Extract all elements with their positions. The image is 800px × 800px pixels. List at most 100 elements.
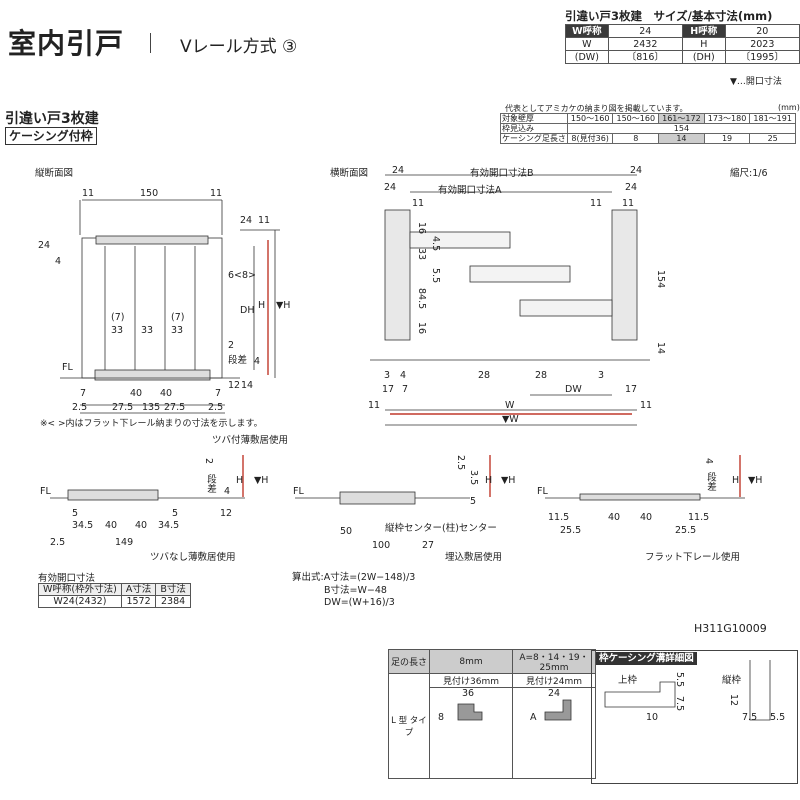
d1-d345b: 34.5 [158, 520, 180, 531]
cd-d12: 12 [728, 694, 739, 707]
hs-d3l: 3 [384, 370, 391, 381]
lt-h3: A=8・14・19・25mm [512, 649, 596, 674]
cd-side: 縦枠 [722, 675, 742, 686]
vs-footnote: ※< >内はフラット下レール納まりの寸法を示します。 [40, 419, 263, 429]
hs-d55: 5.5 [430, 268, 441, 284]
vs-frame [81, 237, 223, 379]
vs-d11a: 11 [82, 188, 95, 199]
d1-d25: 2.5 [50, 537, 66, 548]
d3-Ht: ▼H [748, 475, 763, 486]
vs-d7r: 7 [215, 388, 222, 399]
d3-d4: 4 [703, 458, 714, 465]
eo-header: B寸法 [155, 583, 191, 596]
hs-right-jamb [611, 209, 638, 341]
vs-d40a: 40 [130, 388, 143, 399]
hs-dDW: DW [565, 384, 582, 395]
d3-H: H [732, 475, 740, 486]
hs-dWt: ▼W [502, 414, 519, 425]
hs-d11a: 11 [412, 198, 425, 209]
vs-d4: 4 [55, 256, 62, 267]
lt-d24: 24 [548, 688, 561, 699]
d3-d40b: 40 [640, 512, 653, 523]
vs-d33b: 33 [141, 325, 154, 336]
vs-d68: 6<8> [228, 270, 257, 281]
vs-d7a: (7) [111, 312, 125, 323]
hs-label: 横断面図 [330, 168, 369, 179]
d1-step: 段差 [205, 474, 216, 493]
d2-sill [339, 491, 416, 505]
part-code: H311G10009 [694, 622, 767, 635]
lt-cell [512, 687, 596, 779]
wall-row3-label: ケーシング足長さ [500, 133, 568, 144]
title-divider [150, 33, 151, 53]
wall-table-note: 代表としてアミカケの納まり図を掲載しています。 [505, 104, 688, 113]
page-subtitle: Vレール方式 ③ [180, 37, 298, 57]
d3-d115b: 11.5 [688, 512, 710, 523]
d2-Ht: ▼H [501, 475, 516, 486]
hs-scale: 縮尺:1/6 [730, 168, 768, 179]
cd-upper-frame [604, 681, 676, 708]
vs-d12: 12 [228, 380, 241, 391]
d1-d2: 2 [203, 458, 214, 465]
eo-header: W呼称(枠外寸法) [38, 583, 122, 596]
vs-d4b: 4 [254, 356, 261, 367]
lt-type: L 型 タイプ [388, 673, 430, 779]
hs-d17b: 17 [625, 384, 638, 395]
cd-d55b: 5.5 [770, 712, 786, 723]
d1-d5a: 5 [72, 508, 79, 519]
d2-d35: 3.5 [468, 470, 479, 486]
calc-line: DW=(W+16)/3 [324, 597, 395, 608]
d1-Ht: ▼H [254, 475, 269, 486]
d3-rail [579, 493, 701, 501]
hs-d16a: 16 [416, 222, 427, 235]
effective-table-caption: 有効開口寸法 [38, 573, 96, 584]
d3-fl: FL [537, 486, 548, 497]
hs-door-3 [519, 299, 613, 317]
d1-d40a: 40 [105, 520, 118, 531]
hs-d3r: 3 [598, 370, 605, 381]
cd-side-frame [749, 660, 771, 721]
d2-fl: FL [293, 486, 304, 497]
hs-d14: 14 [655, 342, 666, 355]
d2-caption: 埋込敷居使用 [445, 552, 503, 563]
doc-heading: 引違い戸3枚建 [5, 111, 99, 127]
d2-H: H [485, 475, 493, 486]
size-table-caption: 引違い戸3枚建 サイズ/基本寸法(mm) [565, 9, 773, 23]
d3-d115a: 11.5 [548, 512, 570, 523]
d1-H: H [236, 475, 244, 486]
d1-caption: ツバなし薄敷居使用 [150, 552, 236, 563]
hs-d24c: 24 [630, 165, 643, 176]
d1-d4: 4 [224, 486, 231, 497]
calc-line: B寸法=W−48 [324, 584, 387, 596]
vs-dHt: ▼H [276, 300, 291, 311]
hs-d845: 84.5 [416, 288, 427, 310]
cd-d10: 10 [646, 712, 659, 723]
vs-d135: 135 [142, 402, 161, 413]
hs-d11c: 11 [590, 198, 603, 209]
d2-d25: 2.5 [455, 455, 466, 471]
vs-d150: 150 [140, 188, 159, 199]
d1-d40b: 40 [135, 520, 148, 531]
hs-d16b: 16 [416, 322, 427, 335]
hs-effA: 有効開口寸法A [438, 185, 502, 196]
w-label: W呼称 [565, 24, 609, 38]
vs-d40b: 40 [160, 388, 173, 399]
vs-top-rail [95, 235, 209, 245]
hs-door-1 [409, 231, 511, 249]
eo-header: A寸法 [120, 583, 157, 596]
hs-d17a: 17 [382, 384, 395, 395]
hs-dW: W [505, 400, 515, 411]
hs-d4l: 4 [400, 370, 407, 381]
d3-d40a: 40 [608, 512, 621, 523]
hs-d11b: 11 [622, 198, 635, 209]
calc-line: 算出式:A寸法=(2W−148)/3 [292, 572, 416, 583]
calc-formulas: 算出式:A寸法=(2W−148)/3 B寸法=W−48 DW=(W+16)/3 [292, 572, 415, 610]
d3-d255b: 25.5 [675, 525, 697, 536]
hs-d24b: 24 [384, 182, 397, 193]
hs-d33: 33 [416, 248, 427, 261]
hs-d11r: 11 [640, 400, 653, 411]
opening-note: ▼…開口寸法 [730, 77, 782, 87]
vs-d7l: 7 [80, 388, 87, 399]
vs-d25l: 2.5 [72, 402, 88, 413]
vs-d7b: (7) [171, 312, 185, 323]
